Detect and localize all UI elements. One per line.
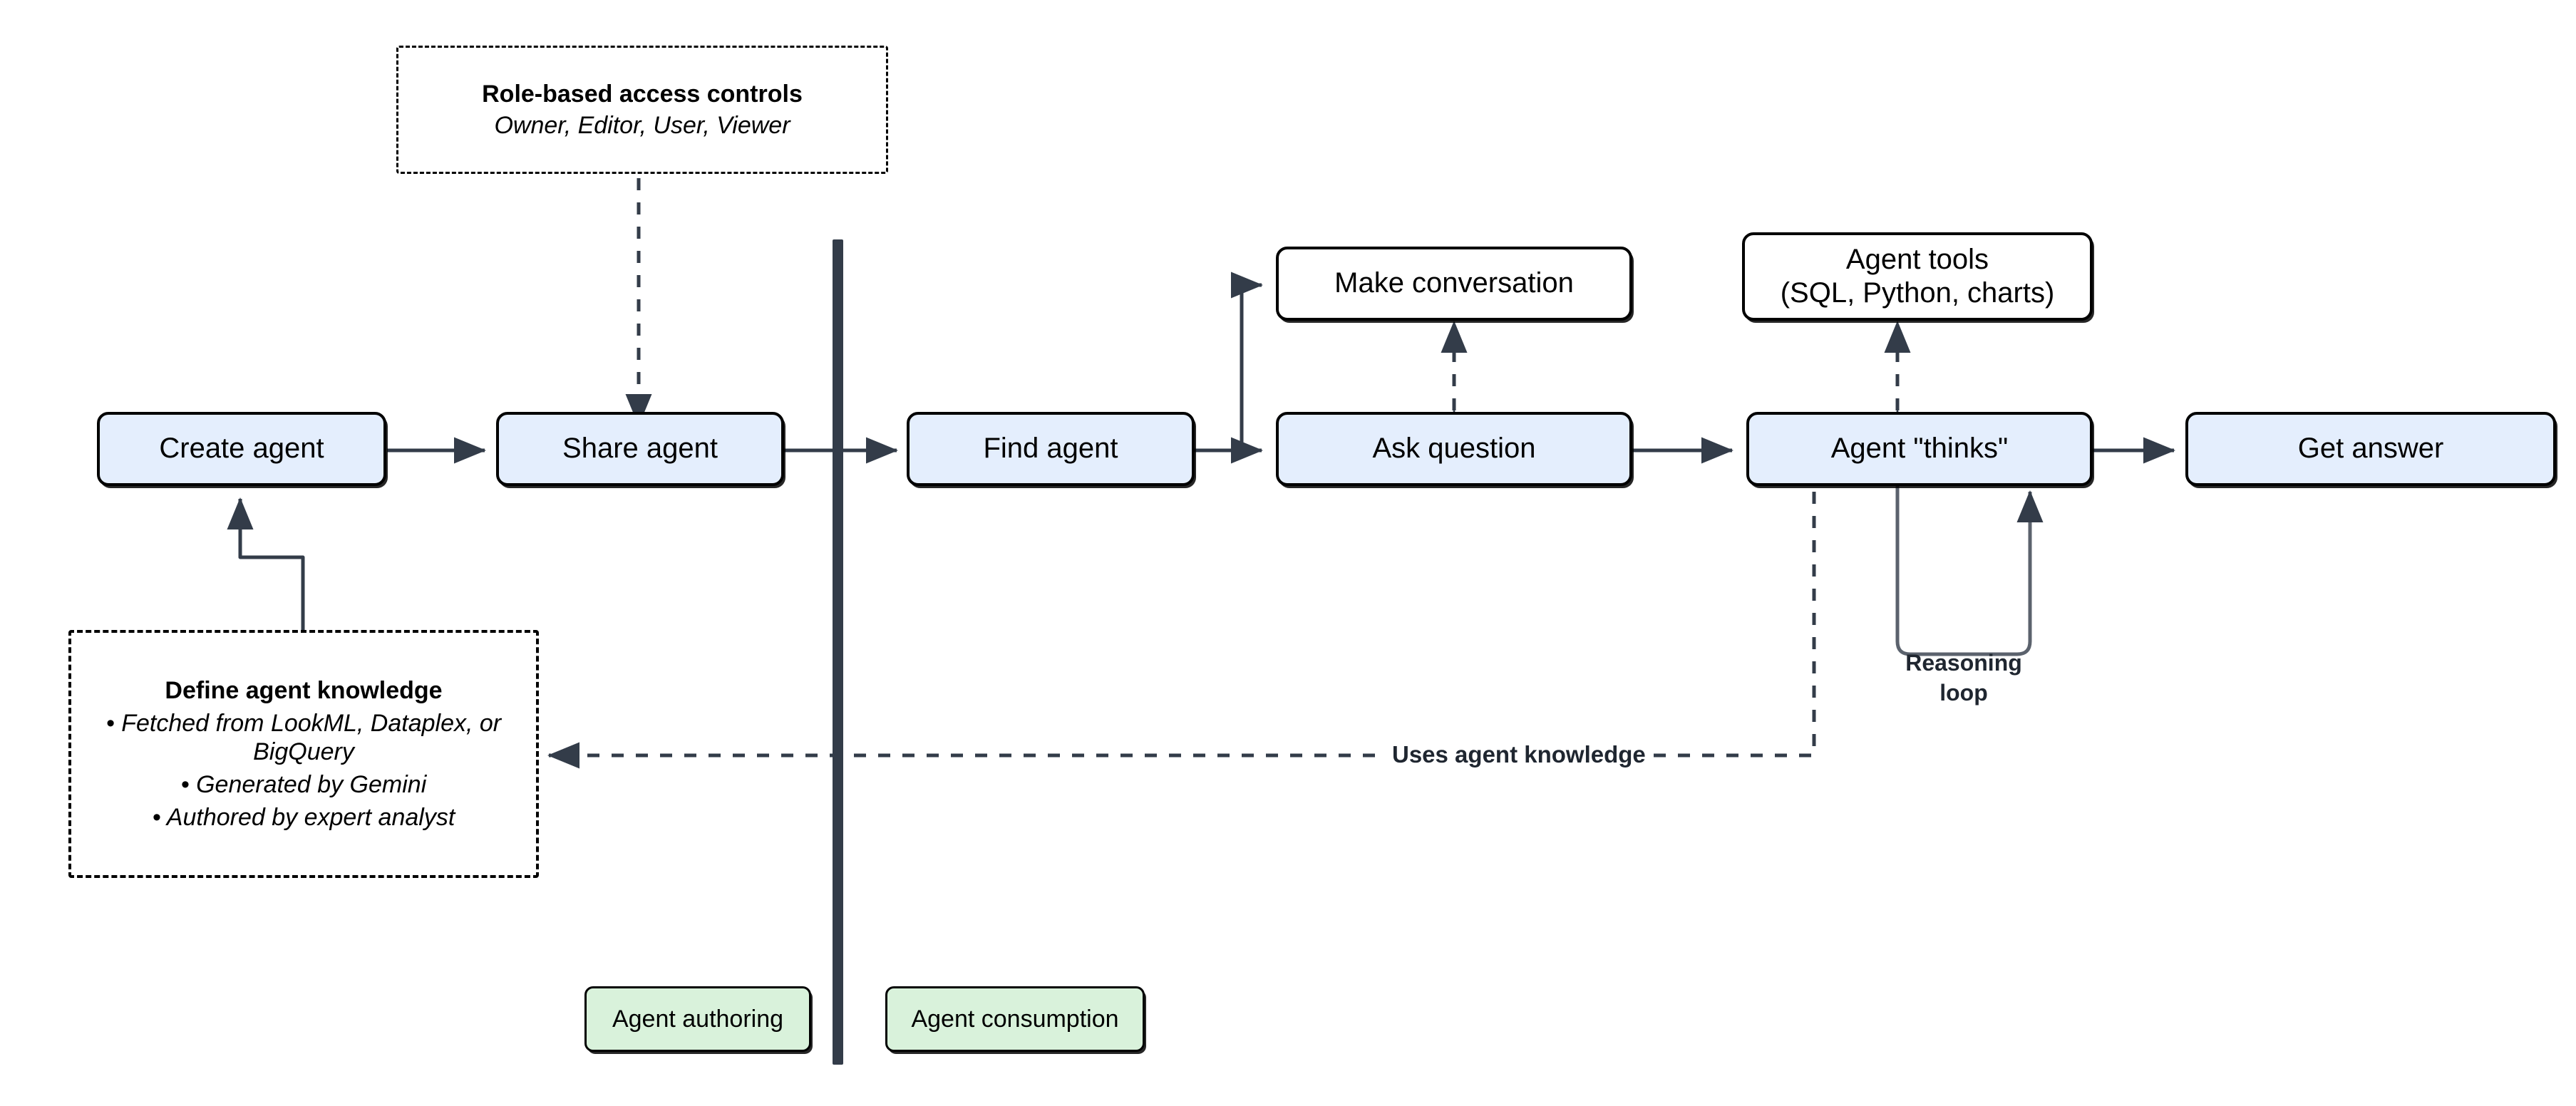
- rbac-note-roles: Owner, Editor, User, Viewer: [494, 112, 790, 139]
- edge-uses-agent-knowledge: [547, 492, 1816, 769]
- node-find-agent[interactable]: Find agent: [907, 412, 1195, 486]
- edge-reasoning-loop: [1895, 479, 2044, 656]
- reasoning-loop-line2: loop: [1939, 679, 1988, 706]
- reasoning-loop-line1: Reasoning: [1905, 650, 2022, 676]
- node-find-agent-label: Find agent: [983, 433, 1118, 465]
- node-make-conversation-label: Make conversation: [1334, 267, 1574, 299]
- node-ask-question-label: Ask question: [1372, 433, 1536, 465]
- node-share-agent[interactable]: Share agent: [496, 412, 784, 486]
- node-agent-tools-line2: (SQL, Python, charts): [1780, 277, 2055, 309]
- knowledge-bullet-1: • Generated by Gemini: [180, 771, 427, 799]
- authoring-consumption-divider: [833, 239, 843, 1065]
- node-agent-tools-line1: Agent tools: [1845, 243, 1989, 275]
- uses-agent-knowledge-label: Uses agent knowledge: [1386, 741, 1652, 768]
- legend-agent-authoring: Agent authoring: [584, 986, 811, 1052]
- node-agent-thinks-label: Agent "thinks": [1830, 433, 2009, 465]
- rbac-note: Role-based access controls Owner, Editor…: [396, 46, 888, 174]
- legend-agent-consumption-label: Agent consumption: [911, 1005, 1119, 1033]
- knowledge-bullet-0: • Fetched from LookML, Dataplex, or BigQ…: [105, 709, 502, 765]
- legend-agent-authoring-label: Agent authoring: [612, 1005, 784, 1033]
- node-create-agent[interactable]: Create agent: [97, 412, 386, 486]
- legend-agent-consumption: Agent consumption: [885, 986, 1145, 1052]
- edge-knowledge-to-create-agent: [227, 497, 305, 630]
- knowledge-note-title: Define agent knowledge: [165, 676, 443, 704]
- node-get-answer[interactable]: Get answer: [2185, 412, 2556, 486]
- edge-find-to-make-conversation: [1205, 272, 1263, 453]
- rbac-note-title: Role-based access controls: [482, 80, 803, 108]
- knowledge-note: Define agent knowledge • Fetched from Lo…: [68, 630, 539, 878]
- reasoning-loop-label: Reasoning loop: [1871, 648, 2056, 708]
- node-agent-thinks[interactable]: Agent "thinks": [1746, 412, 2093, 486]
- node-make-conversation[interactable]: Make conversation: [1276, 247, 1632, 321]
- knowledge-bullet-2: • Authored by expert analyst: [152, 804, 455, 832]
- node-agent-tools[interactable]: Agent tools (SQL, Python, charts): [1742, 232, 2093, 321]
- node-share-agent-label: Share agent: [562, 433, 718, 465]
- node-create-agent-label: Create agent: [159, 433, 324, 465]
- node-ask-question[interactable]: Ask question: [1276, 412, 1632, 486]
- node-get-answer-label: Get answer: [2297, 433, 2444, 465]
